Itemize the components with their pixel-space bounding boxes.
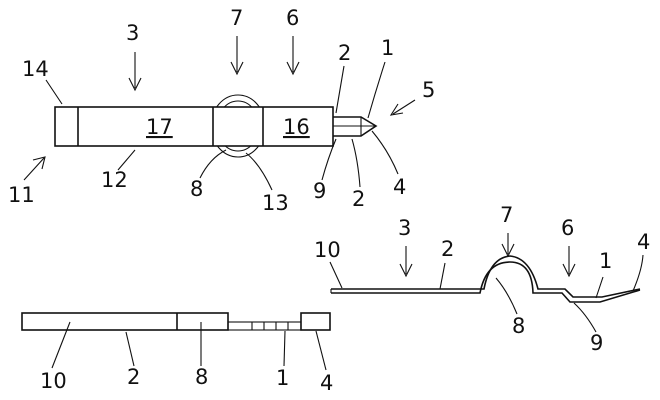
label-8-bottom: 8	[195, 365, 208, 389]
label-2-top: 2	[338, 41, 351, 65]
label-6-side: 6	[561, 216, 574, 240]
label-6: 6	[286, 6, 299, 30]
label-1: 1	[381, 36, 394, 60]
label-7: 7	[230, 6, 243, 30]
side-view: 10 3 2 7 6 1 4 8 9	[314, 203, 650, 355]
label-7-side: 7	[500, 203, 513, 227]
label-5: 5	[422, 78, 435, 102]
label-2-side: 2	[441, 237, 454, 261]
label-2-bottom: 2	[352, 187, 365, 211]
label-14: 14	[22, 57, 49, 81]
label-2-bottom-view: 2	[127, 365, 140, 389]
label-8-top: 8	[190, 177, 203, 201]
label-12: 12	[101, 168, 128, 192]
top-view: 14 3 17 7 6 16 2 1 5 12 11 8 13 9 2	[8, 6, 435, 215]
end-block	[300, 312, 331, 331]
label-11: 11	[8, 183, 35, 207]
label-8-side: 8	[512, 314, 525, 338]
label-1-side: 1	[599, 249, 612, 273]
label-1-bottom: 1	[276, 366, 289, 390]
label-10-side: 10	[314, 238, 341, 262]
label-3: 3	[126, 21, 139, 45]
label-3-side: 3	[398, 216, 411, 240]
strip-outline	[21, 312, 229, 331]
pointed-tip	[333, 116, 378, 137]
label-10-bottom: 10	[40, 369, 67, 393]
label-13: 13	[262, 191, 289, 215]
label-4-side: 4	[637, 230, 650, 254]
label-4-bottom: 4	[320, 371, 333, 395]
label-9-top: 9	[313, 179, 326, 203]
label-4-top: 4	[393, 175, 406, 199]
label-16: 16	[283, 115, 310, 139]
label-17: 17	[146, 115, 173, 139]
label-9-side: 9	[590, 331, 603, 355]
bottom-view: 10 2 8 1 4	[21, 312, 333, 395]
